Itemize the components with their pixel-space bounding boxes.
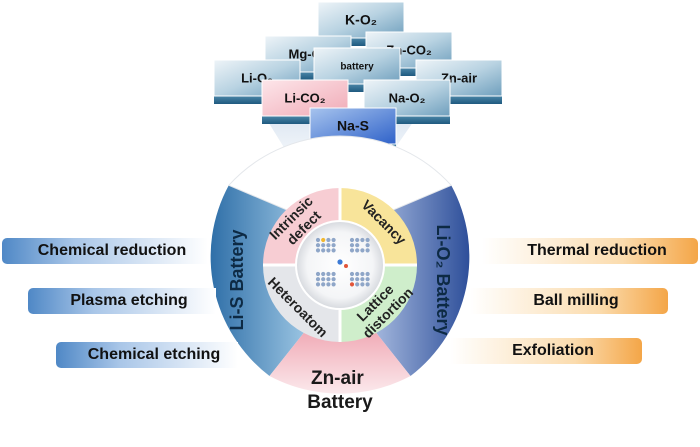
lattice-atom (355, 282, 360, 287)
lattice-atom (360, 277, 365, 282)
method-chemical-etching: Chemical etching (56, 342, 238, 368)
defect-structure-icon (315, 237, 370, 287)
lattice-atom (365, 282, 370, 287)
lattice-atom (365, 237, 370, 243)
tile-li-o2-edge (214, 96, 300, 104)
lattice-atom (326, 248, 331, 253)
tile-battery-edge (314, 84, 400, 92)
outer-sector-li-s-battery (210, 185, 319, 376)
lattice-atom (349, 243, 355, 248)
lattice-atom (331, 237, 336, 243)
lattice-atom (331, 243, 336, 248)
lattice-atom (365, 277, 370, 282)
method-plasma-etching-label: Plasma etching (70, 292, 188, 309)
tile-li-co2-label: Li-CO₂ (284, 90, 325, 105)
tile-na-o2-edge (364, 116, 450, 124)
lattice-atom (331, 277, 336, 282)
label-li-s-battery: Li-S Battery (227, 229, 247, 330)
lattice-atom (331, 248, 336, 253)
tile-zn-co2-edge (366, 68, 452, 76)
method-chemical-reduction-label: Chemical reduction (37, 242, 187, 259)
tile-battery: battery (313, 47, 401, 92)
method-thermal-reduction: Thermal reduction (482, 238, 698, 264)
tile-battery-face (313, 47, 401, 85)
lattice-atom (326, 243, 331, 248)
adsorbate-atom (337, 259, 343, 265)
lattice-atom (315, 271, 321, 277)
method-ball-milling-label: Ball milling (533, 292, 619, 309)
lattice-atom (349, 248, 355, 253)
lattice-atom (321, 243, 326, 248)
method-exfoliation-label: Exfoliation (512, 342, 594, 359)
lattice-atom (349, 271, 355, 277)
method-exfoliation: Exfoliation (450, 338, 642, 364)
tile-zn-air-edge (416, 96, 502, 104)
lattice-atom (360, 248, 365, 253)
tile-na-o2-label: Na-O₂ (389, 90, 426, 105)
lattice-atom (360, 271, 365, 277)
method-chemical-etching-label: Chemical etching (87, 346, 221, 363)
outer-sector-zn-air-battery (269, 314, 411, 394)
lattice-atom (355, 243, 360, 248)
outer-sector-li-o2-battery (361, 185, 470, 376)
method-chemical-reduction: Chemical reduction (2, 238, 208, 264)
tile-na-s-label: Na-S (337, 118, 369, 134)
lattice-atom (331, 271, 336, 277)
lattice-atom (349, 237, 355, 243)
inner-sector-heteroatom (263, 265, 340, 342)
lattice-atom (355, 248, 360, 253)
tile-battery-label: battery (340, 61, 374, 72)
lattice-atom (321, 271, 326, 277)
lattice-atom (349, 277, 355, 282)
lattice-atom (315, 277, 321, 282)
label-li-o2-battery: Li-O₂ Battery (433, 224, 453, 335)
lattice-atom (326, 271, 331, 277)
center-disc (295, 220, 385, 310)
method-ball-milling: Ball milling (470, 288, 668, 314)
inner-sector-vacancy (340, 188, 417, 265)
method-plasma-etching: Plasma etching (28, 288, 216, 314)
tile-li-co2-edge (262, 116, 348, 124)
lattice-atom (331, 282, 336, 287)
tile-k-o2-edge (318, 38, 404, 46)
lattice-atom (360, 237, 365, 243)
tile-mg-o2-edge (265, 72, 351, 80)
lattice-atom (321, 248, 326, 253)
lattice-atom (321, 282, 326, 287)
lattice-atom (365, 248, 370, 253)
lattice-atom (365, 271, 370, 277)
tile-k-o2-label: K-O₂ (345, 12, 377, 28)
lattice-atom (355, 237, 360, 243)
method-thermal-reduction-label: Thermal reduction (527, 242, 667, 259)
lattice-atom (349, 282, 355, 287)
inner-ring-dividers (263, 188, 417, 342)
lattice-atom (360, 282, 365, 287)
inner-sector-intrinsic-defect (263, 188, 340, 265)
lattice-atom (365, 243, 370, 248)
lattice-atom (315, 237, 321, 243)
lattice-atom (315, 248, 321, 253)
lattice-atom (321, 237, 326, 243)
lattice-atom (315, 282, 321, 287)
lattice-atom (315, 243, 321, 248)
lattice-atom (326, 282, 331, 287)
lattice-atom (321, 277, 326, 282)
lattice-atom (355, 271, 360, 277)
label-zn-air-battery: Zn-air Battery (307, 368, 373, 413)
adsorbate-atom (344, 264, 348, 268)
lattice-atom (355, 277, 360, 282)
inner-sector-lattice-distortion (340, 265, 417, 342)
lattice-atom (326, 237, 331, 243)
lattice-atom (326, 277, 331, 282)
